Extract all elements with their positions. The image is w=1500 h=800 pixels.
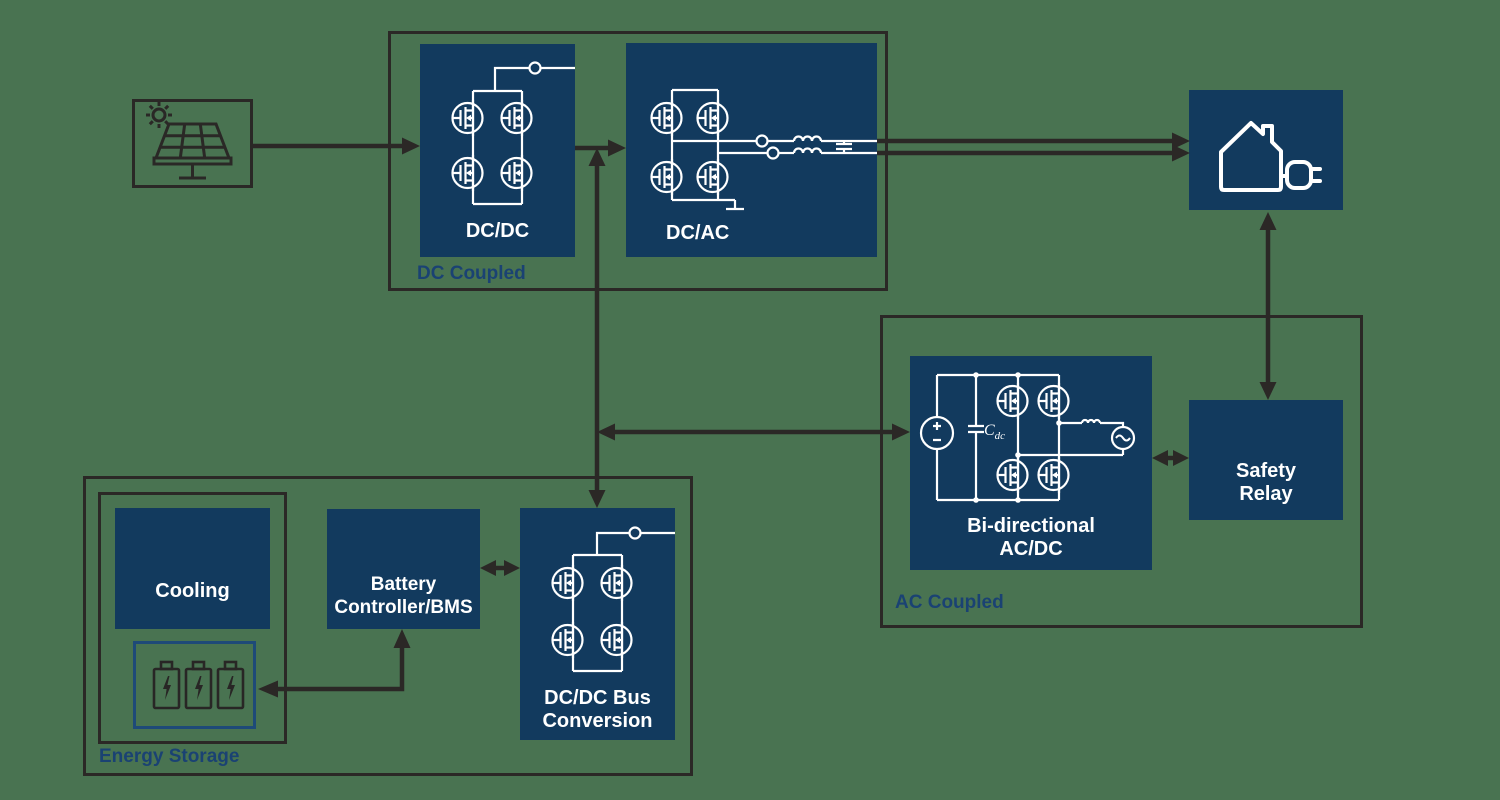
bus-conversion-circuit bbox=[551, 526, 675, 673]
dcdc-label-wrap: DC/DC bbox=[420, 44, 575, 257]
terminal-icon bbox=[755, 134, 769, 148]
pv-panel-icon bbox=[152, 122, 233, 180]
mosfet-icon bbox=[650, 157, 683, 197]
ac-coupled-group-box bbox=[880, 315, 1363, 628]
dcdc-circuit bbox=[451, 61, 575, 206]
dcac-inverter-block: DC/AC bbox=[626, 43, 877, 257]
bus-conversion-label-line2: Conversion bbox=[542, 710, 653, 732]
battery-icon bbox=[216, 660, 245, 710]
solar-panel-icon bbox=[146, 102, 233, 180]
battery-icon bbox=[152, 660, 181, 710]
solar-panel-box bbox=[132, 99, 253, 188]
inductor-icon bbox=[1080, 418, 1102, 424]
battery-controller-block: Battery Controller/BMS bbox=[327, 509, 480, 629]
plug-icon bbox=[1285, 160, 1322, 190]
battery-controller-label-wrap: Battery Controller/BMS bbox=[327, 509, 480, 629]
capacitor-icon bbox=[836, 141, 852, 153]
inductor-icon bbox=[792, 135, 823, 142]
cooling-block: Cooling bbox=[115, 508, 270, 629]
dcac-label: DC/AC bbox=[666, 222, 730, 244]
bus-conversion-block: DC/DC Bus Conversion bbox=[520, 508, 675, 740]
dcac-label-wrap: DC/AC bbox=[666, 222, 729, 245]
dcac-circuit bbox=[650, 88, 877, 211]
ground-icon bbox=[718, 198, 744, 211]
bus-conversion-label-wrap: DC/DC Bus Conversion bbox=[520, 508, 675, 740]
ac-coupled-label: AC Coupled bbox=[895, 592, 1004, 613]
battery-pack-box bbox=[133, 641, 256, 729]
safety-relay-label-line1: Safety bbox=[1235, 460, 1297, 482]
terminal-icon bbox=[628, 526, 642, 540]
terminal-icon bbox=[766, 146, 780, 160]
bidirectional-circuit bbox=[919, 372, 1136, 503]
dc-link-cap-label: Cdc bbox=[984, 422, 1006, 443]
mosfet-icon bbox=[696, 98, 729, 138]
cooling-label: Cooling bbox=[155, 580, 230, 602]
dcdc-converter-block: DC/DC bbox=[420, 44, 575, 257]
capacitor-icon bbox=[968, 375, 984, 500]
safety-relay-label-line2: Relay bbox=[1239, 483, 1293, 505]
safety-relay-block: Safety Relay bbox=[1189, 400, 1343, 520]
house-plug-icon bbox=[1219, 121, 1322, 192]
bus-conversion-label-line1: DC/DC Bus bbox=[544, 687, 651, 709]
grid-home-block bbox=[1189, 90, 1343, 210]
bidirectional-acdc-block: Cdc Bi-directional AC/DC bbox=[910, 356, 1152, 570]
terminal-icon bbox=[528, 61, 542, 75]
battery-controller-label-line2: Controller/BMS bbox=[334, 597, 473, 618]
energy-storage-group-box bbox=[83, 476, 693, 776]
mosfet-icon bbox=[650, 98, 683, 138]
bidirectional-label-line2: AC/DC bbox=[999, 538, 1063, 560]
energy-storage-label: Energy Storage bbox=[99, 746, 240, 767]
lightning-bolt-icon bbox=[163, 676, 235, 700]
battery-pack-icon bbox=[152, 660, 245, 710]
dc-source-icon bbox=[919, 415, 955, 451]
bidirectional-label-line1: Bi-directional bbox=[967, 515, 1095, 537]
inductor-icon bbox=[792, 147, 823, 154]
safety-relay-label-wrap: Safety Relay bbox=[1189, 400, 1343, 520]
energy-storage-inner-box bbox=[98, 492, 287, 744]
dc-coupled-label: DC Coupled bbox=[417, 263, 526, 284]
mosfet-icon bbox=[696, 157, 729, 197]
bidirectional-label-wrap: Bi-directional AC/DC bbox=[910, 356, 1152, 570]
dc-coupled-group-box bbox=[388, 31, 888, 291]
junction-dots bbox=[973, 372, 1062, 503]
cooling-label-wrap: Cooling bbox=[115, 508, 270, 629]
house-icon bbox=[1219, 121, 1283, 192]
dcdc-label: DC/DC bbox=[465, 220, 530, 242]
battery-controller-label-line1: Battery bbox=[370, 574, 437, 595]
sun-icon bbox=[146, 102, 172, 128]
battery-icon bbox=[184, 660, 213, 710]
